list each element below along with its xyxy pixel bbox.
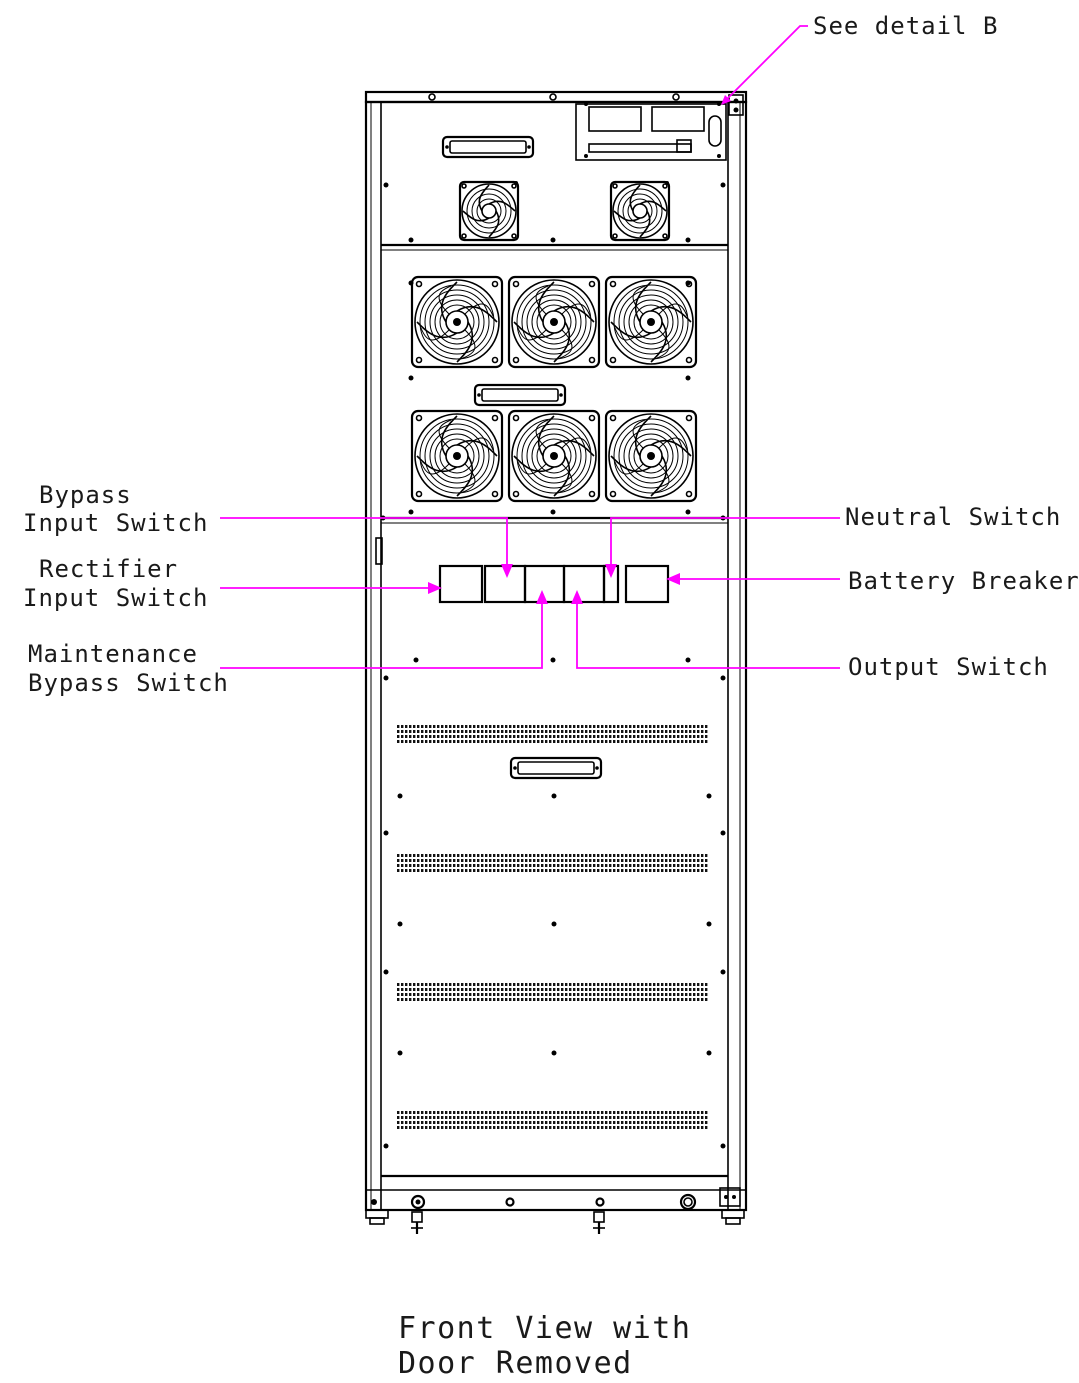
fan-icon: [507, 275, 601, 369]
fan-icon: [609, 180, 671, 242]
fan-array: [380, 275, 726, 521]
cabinet-base: [365, 1187, 745, 1234]
vent-grille: [397, 854, 708, 872]
neutral-switch-label: Neutral Switch: [845, 503, 1061, 531]
bypass-input-switch-label-line1: Bypass: [39, 481, 132, 509]
handle-icon[interactable]: [441, 135, 535, 159]
fan-icon: [410, 409, 504, 503]
handle-icon[interactable]: [473, 383, 567, 407]
maintenance-bypass-switch-label-line2: Bypass Switch: [28, 669, 229, 697]
maintenance-bypass-switch-label-line1: Maintenance: [28, 640, 198, 668]
fan-icon: [410, 275, 504, 369]
callout-labels: See detail B Bypass Input Switch Rectifi…: [23, 12, 1079, 697]
top-panel: [383, 102, 727, 243]
vent-grille: [397, 725, 708, 743]
cabinet-frame: [364, 90, 748, 1212]
rectifier-input-switch-icon[interactable]: [438, 564, 484, 604]
bypass-input-switch-label-line2: Input Switch: [23, 509, 208, 537]
fan-icon: [604, 409, 698, 503]
diagram-caption: Front View with Door Removed: [398, 1311, 691, 1381]
fan-icon: [507, 409, 601, 503]
caption-line2: Door Removed: [398, 1346, 633, 1381]
battery-breaker-label: Battery Breaker: [848, 567, 1079, 595]
caption-line1: Front View with: [398, 1311, 691, 1346]
detail-b-label: See detail B: [813, 12, 998, 40]
fan-icon: [604, 275, 698, 369]
fan-icon: [458, 180, 520, 242]
callout-leaders: [220, 25, 840, 669]
vent-grille: [397, 1111, 708, 1129]
output-switch-icon[interactable]: [562, 564, 606, 604]
rectifier-input-switch-label-line2: Input Switch: [23, 584, 208, 612]
vent-panels: [383, 725, 726, 1149]
vent-grille: [397, 983, 708, 1001]
output-switch-label: Output Switch: [848, 653, 1049, 681]
handle-icon[interactable]: [509, 756, 603, 780]
rectifier-input-switch-label-line1: Rectifier: [39, 555, 178, 583]
battery-breaker-icon[interactable]: [624, 564, 670, 604]
switch-bank: [383, 564, 726, 681]
